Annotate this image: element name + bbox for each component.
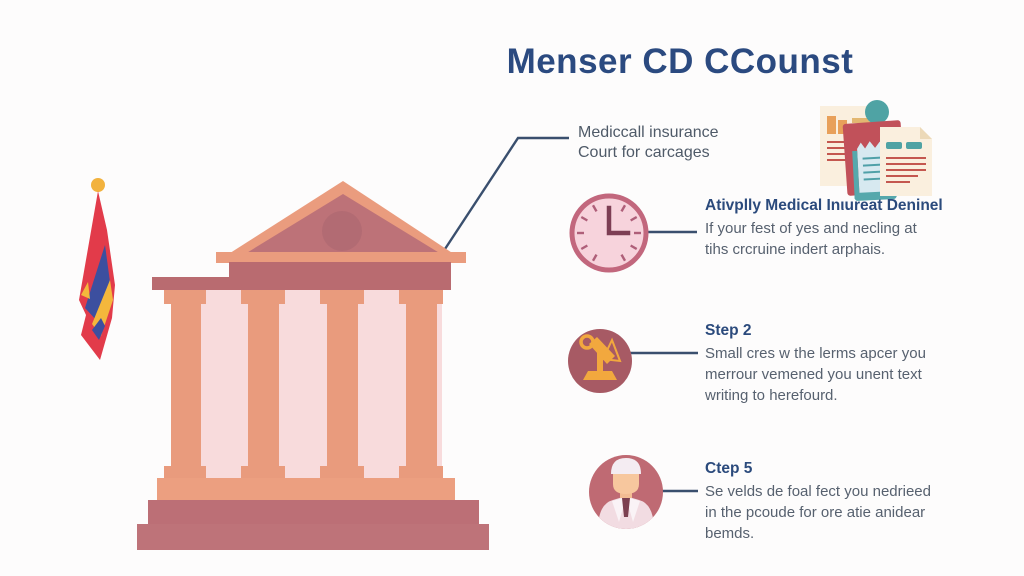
step-2-heading: Step 2 — [705, 322, 752, 339]
step-1-body: If your fest of yes and necling at tihs … — [705, 218, 990, 260]
building-connector-line — [443, 136, 569, 250]
step-1-heading: Ativplly Medical Inιureat Deninel — [705, 197, 943, 214]
callout-line-2: Court for carcages — [578, 144, 710, 161]
pediment-medallion — [322, 211, 362, 251]
wall — [196, 290, 442, 478]
person-icon — [589, 455, 663, 529]
step-upper — [148, 500, 479, 524]
step-2-body: Small cres w the lerms apcer you merrour… — [705, 343, 990, 406]
gavel-icon — [568, 329, 632, 393]
step-2-body-line: writing to herefourd. — [705, 387, 838, 404]
flag-blue-bottom — [92, 318, 105, 340]
step-item-3: Ctep 5 Se velds de foal fect you nedriee… — [705, 459, 990, 544]
doc-right-paper — [880, 127, 932, 196]
callout-line-1: Mediccall insurance — [578, 124, 719, 141]
courthouse-illustration — [137, 181, 489, 550]
step-3-body-line: Se velds de foal fect you nedrieed — [705, 483, 931, 500]
pediment-trim — [216, 252, 466, 263]
page-title: Menser CD CCounst — [506, 42, 854, 81]
step-2-body-line: merrour vemened you unent text — [705, 366, 922, 383]
column-bases — [164, 466, 443, 478]
person-lapel-right — [626, 497, 640, 522]
person-cap — [611, 458, 641, 474]
stylobate-platform — [157, 478, 455, 500]
column-capitals — [164, 290, 443, 304]
flag-finial — [91, 178, 105, 192]
left-wing-bar — [152, 277, 230, 290]
column-shafts — [171, 304, 437, 466]
clock-icon — [569, 193, 649, 273]
step-1-body-line: tihs crcruine indert arphais. — [705, 241, 886, 258]
step-3-body-line: in the pcoude for ore atie anidear — [705, 504, 926, 521]
step-1-body-line: If your fest of yes and necling at — [705, 220, 917, 237]
gavel-sail-outline — [601, 337, 622, 363]
step-3-body: Se velds de foal fect you nedrieed in th… — [705, 481, 990, 544]
person-tie — [622, 498, 630, 517]
flag-yellow-fold — [92, 280, 113, 336]
step-item-1: Ativplly Medical Inιureat Deninel If you… — [705, 196, 990, 260]
building-callout: Mediccall insurance Court for carcages — [578, 123, 798, 163]
flag-illustration — [79, 178, 115, 360]
step-3-body-line: bemds. — [705, 525, 755, 542]
person-lapel-left — [612, 497, 626, 522]
flag-yellow-tip — [81, 282, 90, 299]
step-lower — [137, 524, 489, 550]
step-2-body-line: Small cres w the lerms apcer you — [705, 345, 926, 362]
person-face — [613, 472, 639, 494]
documents-icon — [820, 100, 932, 201]
step-3-heading: Ctep 5 — [705, 460, 753, 477]
entablature — [229, 262, 451, 290]
step-item-2: Step 2 Small cres w the lerms apcer you … — [705, 321, 990, 406]
connector-lines — [443, 136, 698, 493]
clock-hands — [606, 205, 631, 236]
